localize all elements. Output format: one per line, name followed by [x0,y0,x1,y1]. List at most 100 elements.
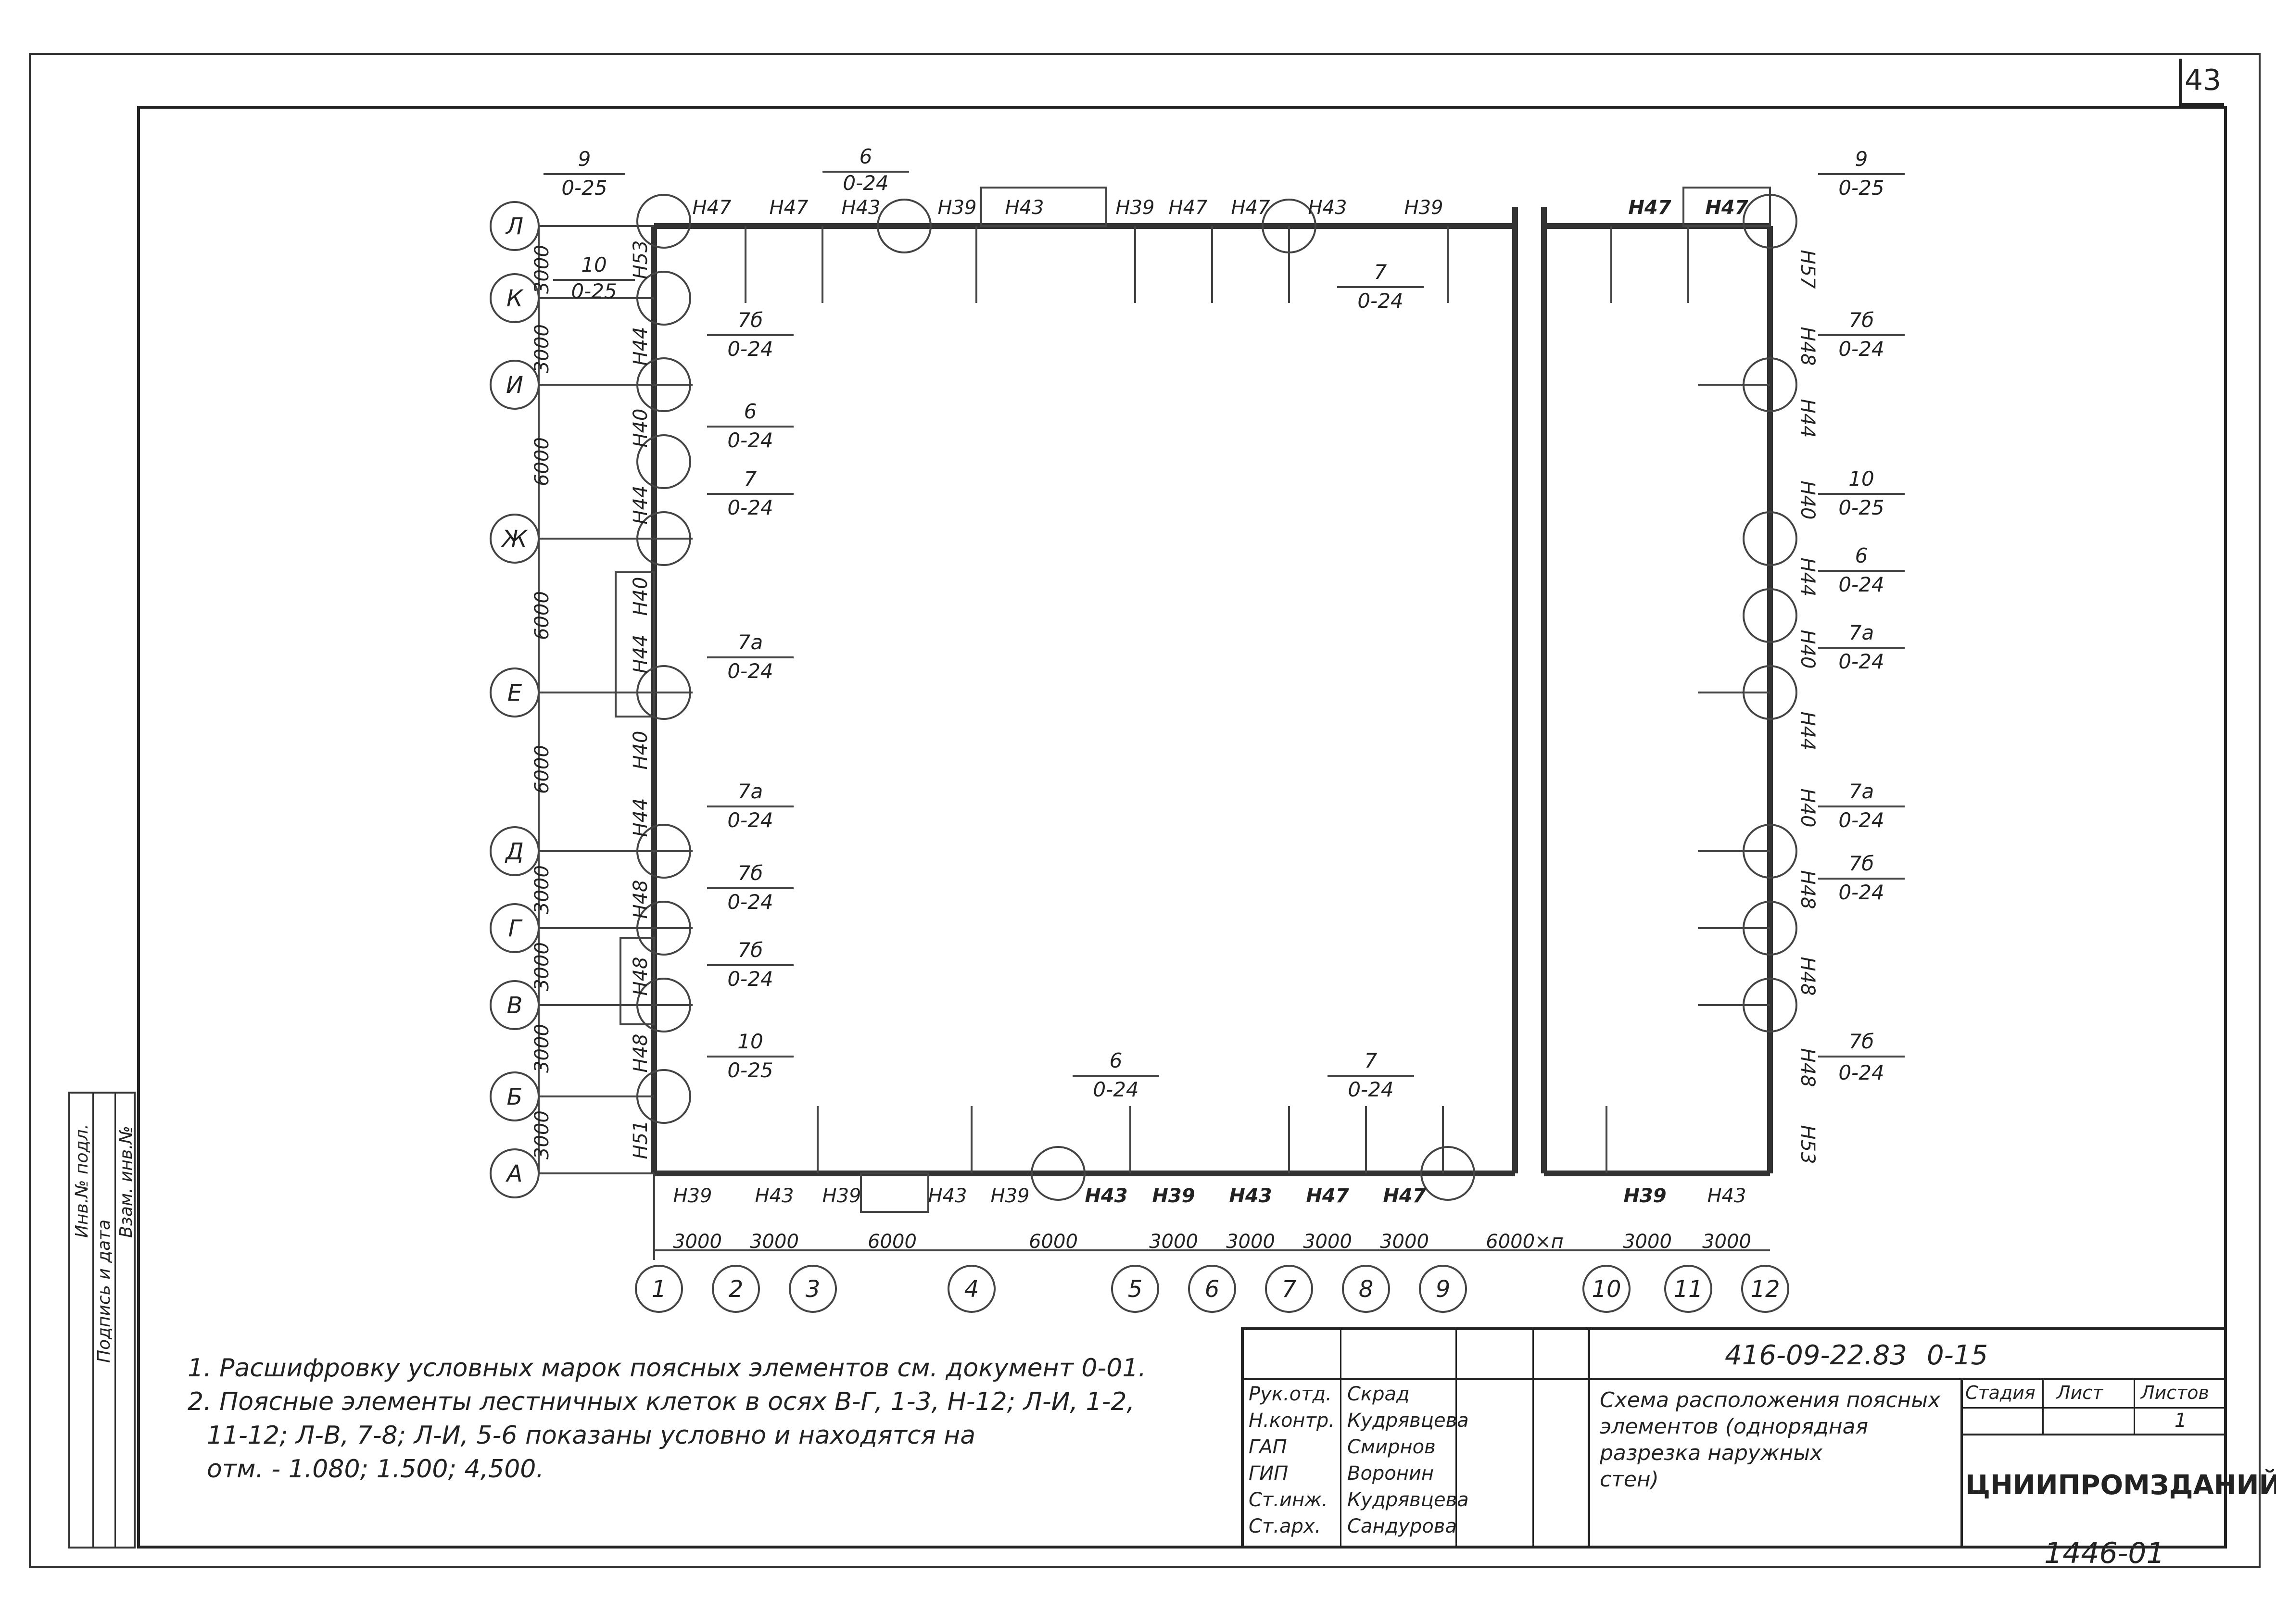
callout-7: 7а0-24 [707,780,794,832]
top-mark-10: Н39 [1404,197,1443,219]
bottom-mark-11: Н39 [1623,1185,1666,1207]
svg-text:0-24: 0-24 [727,808,773,832]
right-mark-3: Н44 [1796,399,1819,438]
top-mark-9: Н43 [1308,197,1347,219]
tb-doc-line [1590,1378,2227,1380]
tb-stage-line [1960,1407,2227,1409]
svg-text:0-24: 0-24 [1348,1078,1393,1101]
svg-text:7а: 7а [738,630,763,654]
svg-text:0-24: 0-24 [1838,337,1884,361]
role-3: ГАП [1249,1436,1287,1458]
left-dim-5: 6000 [531,745,553,794]
svg-text:10: 10 [581,253,607,277]
right-mark-7: Н44 [1796,712,1819,751]
svg-text:0-24: 0-24 [727,337,773,361]
callout-16: 6 0-24 [1818,544,1905,596]
left-mark-4: Н44 [630,486,652,525]
left-mark-9: Н48 [630,880,652,919]
svg-text:9: 9 [1855,147,1868,171]
tb-line [1244,1378,1590,1380]
role-1: Рук.отд. [1249,1383,1332,1405]
svg-text:0-24: 0-24 [727,890,773,914]
svg-text:0-24: 0-24 [727,428,773,452]
note-1: 1. Расшифровку условных марок поясных эл… [188,1354,1146,1383]
callout-11: 60-24 [822,145,909,195]
svg-text:7: 7 [1365,1049,1378,1072]
callout-13: 90-25 [1818,147,1905,200]
svg-text:7б: 7б [738,308,763,332]
callout-18: 7а0-24 [1818,780,1905,832]
axis-B: Б [507,1083,523,1110]
role-5: Ст.инж. [1249,1489,1328,1511]
title-line-4: стен) [1600,1467,1659,1492]
svg-text:6: 6 [1855,544,1868,567]
top-mark-12: Н47 [1705,197,1748,219]
callout-1: 90-25 [544,147,625,200]
axis-V: В [507,992,523,1019]
svg-text:0-24: 0-24 [727,496,773,519]
svg-text:0-24: 0-24 [1838,808,1884,832]
tb-vline-3 [1532,1330,1534,1548]
name-6: Сандурова [1347,1515,1457,1537]
svg-text:0-24: 0-24 [1838,573,1884,596]
side-stamp: Инв.№ подл. Подпись и дата Взам. инв.№ [68,1092,136,1548]
callout-9: 7б 0-24 [707,938,794,991]
title-block: Рук.отд. Скрад Н.контр. Кудрявцева ГАП С… [1241,1327,2276,1548]
bottom-dim-3: 6000 [868,1231,917,1253]
tb-stage-line-2 [1960,1434,2227,1435]
axis-K: К [506,285,524,312]
callout-2: 100-25 [553,253,635,303]
top-mark-8: Н47 [1231,197,1271,219]
signatures-area [1244,1330,1590,1548]
left-dim-1: 3000 [531,245,553,294]
right-mark-1: Н57 [1796,250,1819,290]
bottom-dim-4: 6000 [1029,1231,1078,1253]
tb-stage-vline-1 [2042,1378,2044,1434]
axis-8: 8 [1359,1276,1374,1303]
axis-D: Д [505,838,524,865]
axis-6: 6 [1205,1276,1220,1303]
axis-L: Л [505,213,523,240]
stair-box-top-right [1682,187,1771,227]
svg-text:7б: 7б [1849,852,1874,875]
bottom-dim-2: 3000 [750,1231,799,1253]
left-dimensions: 3000 3000 6000 6000 6000 3000 3000 3000 … [531,245,553,1159]
left-mark-7: Н40 [630,731,652,770]
left-mark-2: Н44 [630,327,652,366]
axis-I: И [506,372,523,399]
svg-text:0-24: 0-24 [727,967,773,991]
role-2: Н.контр. [1249,1410,1335,1432]
callout-10: 100-25 [707,1030,794,1082]
left-mark-11: Н48 [630,1034,652,1073]
svg-text:7б: 7б [738,938,763,962]
callout-6: 7а0-24 [707,630,794,683]
right-mark-9: Н48 [1796,870,1819,909]
bottom-mark-12: Н43 [1707,1185,1746,1207]
top-mark-2: Н47 [770,197,809,219]
sheets-value: 1 [2175,1410,2187,1432]
callout-8: 7б0-24 [707,861,794,914]
axis-7: 7 [1282,1276,1297,1303]
name-3: Смирнов [1347,1436,1436,1458]
right-mark-4: Н40 [1796,481,1819,520]
left-mark-5: Н40 [630,577,652,616]
callout-12: 70-24 [1337,260,1424,313]
bottom-dimensions: 3000 3000 6000 6000 3000 3000 3000 3000 … [673,1231,1751,1253]
bottom-dim-8: 3000 [1380,1231,1429,1253]
svg-text:10: 10 [737,1030,763,1053]
left-dim-2: 3000 [531,324,553,373]
left-dim-7: 3000 [531,942,553,991]
note-2-end: отм. - 1.080; 1.500; 4,500. [207,1455,544,1484]
doc-code: 416-09-22.83 [1725,1340,1907,1371]
role-6: Ст.арх. [1249,1515,1321,1537]
callout-15: 100-25 [1818,467,1905,519]
svg-text:0-25: 0-25 [561,176,607,200]
callout-14: 7б0-24 [1818,308,1905,361]
sheet-label: Лист [2057,1382,2103,1403]
left-dim-4: 6000 [531,591,553,640]
reference-callouts: 90-25 100-25 7б0-24 60-24 70-24 7а0-24 7… [544,145,1905,1101]
svg-text:0-25: 0-25 [1838,496,1884,519]
bottom-mark-4: Н43 [928,1185,967,1207]
axis-3: 3 [806,1276,821,1303]
left-dim-6: 3000 [531,865,553,914]
